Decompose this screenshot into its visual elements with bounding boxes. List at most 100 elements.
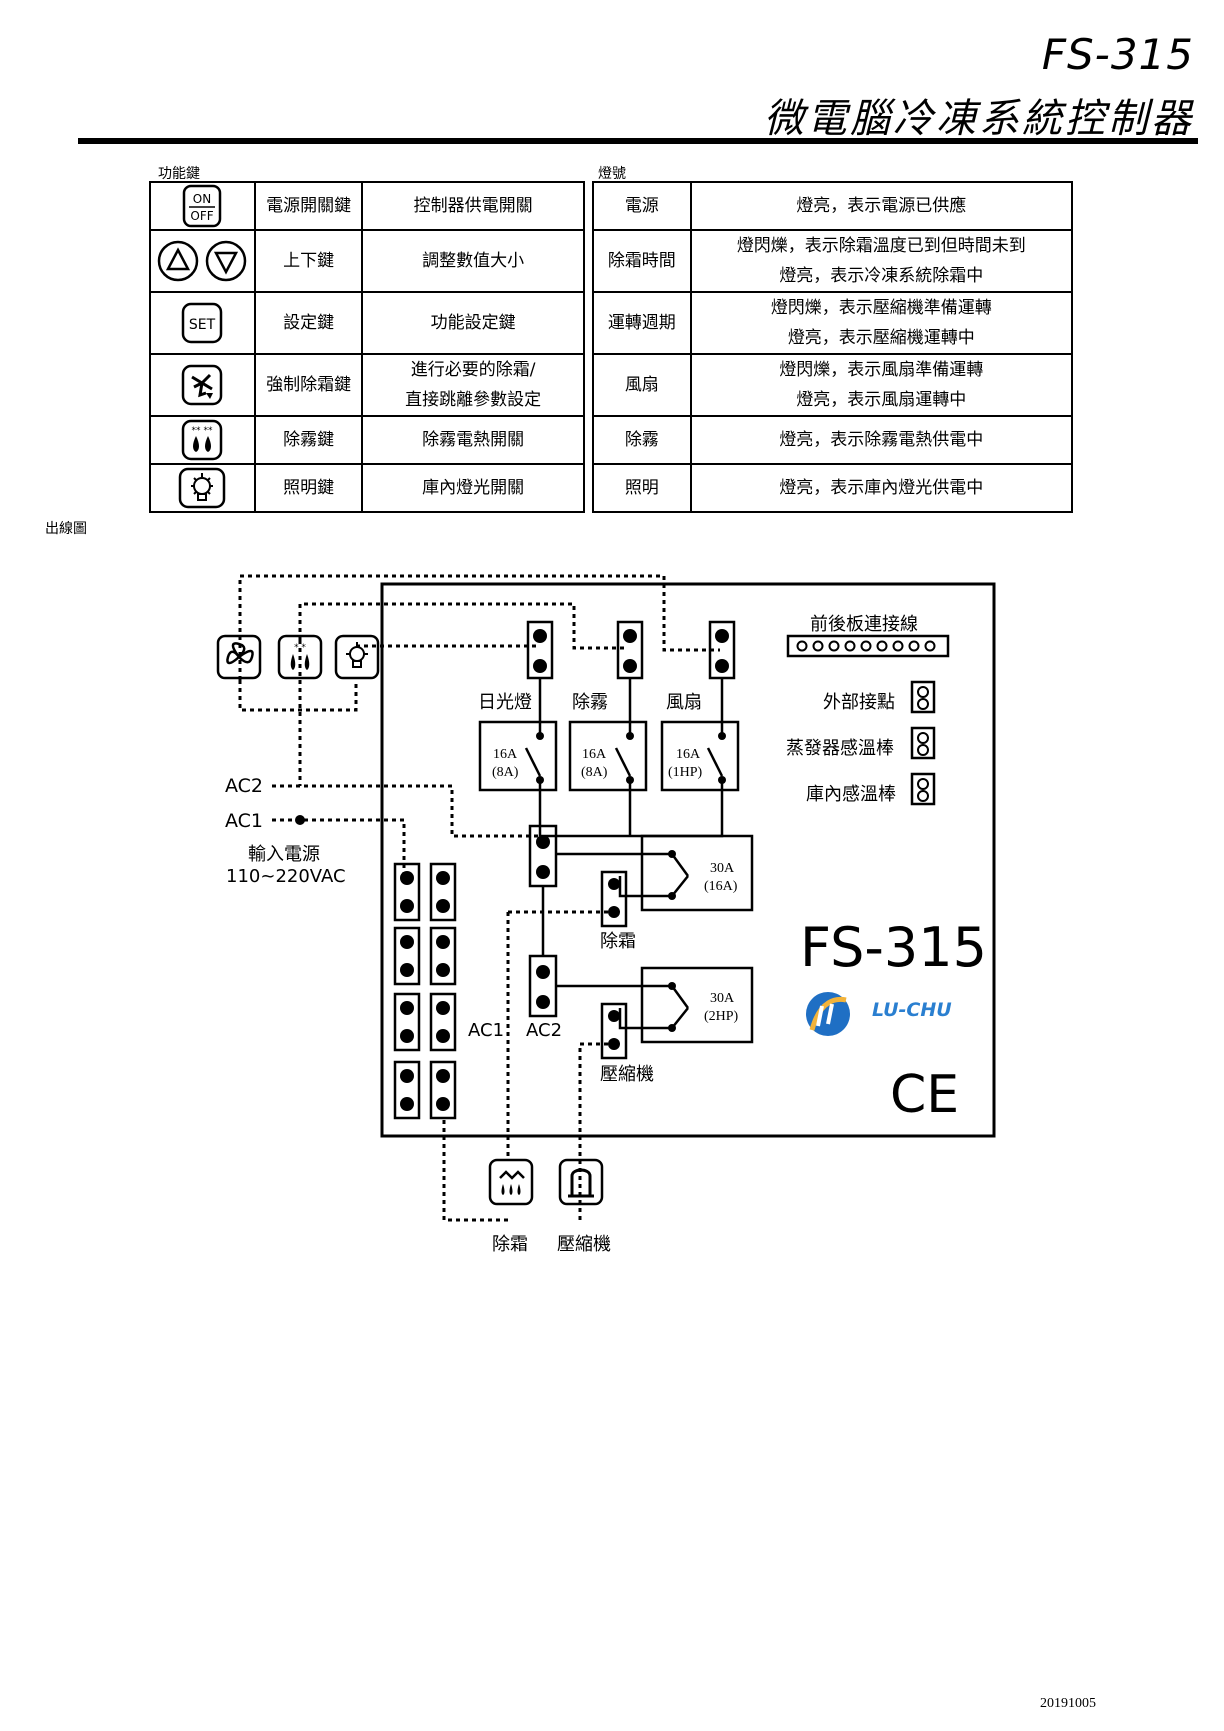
- board-connector: [786, 634, 950, 658]
- fan-icon: [216, 634, 262, 680]
- terminal-block: [526, 620, 554, 680]
- key-name: 強制除霜鍵: [253, 353, 364, 417]
- lights-section-label: 燈號: [598, 166, 626, 182]
- terminal-block: [600, 1002, 628, 1060]
- on-label: ON: [193, 192, 211, 206]
- relay-rating: 16A: [493, 747, 518, 762]
- room-sensor-connector: [910, 772, 936, 806]
- light-row: 照明 燈亮，表示庫內燈光供電中: [592, 463, 1074, 513]
- external-contact-connector: [910, 680, 936, 714]
- compressor-icon: [558, 1158, 604, 1206]
- light-desc: 燈亮，表示電源已供應: [689, 181, 1074, 231]
- input-voltage-label: 110~220VAC: [226, 866, 346, 887]
- key-row-light: 照明鍵 庫內燈光開關: [149, 463, 585, 513]
- light-name: 除霧: [592, 415, 692, 465]
- key-desc: 控制器供電開關: [361, 181, 585, 231]
- ac1-label: AC1: [225, 810, 263, 832]
- light-name: 照明: [592, 463, 692, 513]
- compressor-relay-rating: 30A: [710, 991, 735, 1006]
- header-rule: [78, 138, 1198, 144]
- relay-rating-sub: (8A): [581, 765, 608, 780]
- function-keys-table: ON OFF 電源開關鍵 控制器供電開關 上下鍵 調整數值大小 SET 設定: [149, 181, 585, 513]
- light-desc: 燈亮，表示除霧電熱供電中: [689, 415, 1074, 465]
- defrost-relay-rating: 30A: [710, 861, 735, 876]
- relay-rating-sub: (8A): [492, 765, 519, 780]
- input-power-label: 輸入電源: [248, 844, 320, 865]
- compressor-relay-box: [640, 966, 754, 1044]
- light-desc-line: 燈閃爍，表示風扇準備運轉: [779, 360, 984, 380]
- key-name: 照明鍵: [253, 463, 364, 513]
- evap-sensor-connector: [910, 726, 936, 760]
- key-row-defog: ** ** 除霧鍵 除霧電熱開關: [149, 415, 585, 465]
- light-icon: [334, 634, 380, 680]
- key-row-power: ON OFF 電源開關鍵 控制器供電開關: [149, 181, 585, 231]
- controller-board: [380, 582, 996, 1138]
- light-row: 除霧 燈亮，表示除霧電熱供電中: [592, 415, 1074, 465]
- terminal-block: [616, 620, 644, 680]
- set-icon: SET: [182, 302, 223, 344]
- evap-sensor-label: 蒸發器感溫棒: [786, 738, 894, 759]
- relay-box: [568, 720, 648, 792]
- ac2-label: AC2: [225, 775, 263, 797]
- key-desc: 功能設定鍵: [361, 291, 585, 355]
- light-name: 風扇: [592, 353, 692, 417]
- key-name: 設定鍵: [253, 291, 364, 355]
- relay-name: 日光燈: [478, 692, 532, 713]
- key-row-defrost: 強制除霜鍵 進行必要的除霜/直接跳離參數設定: [149, 353, 585, 417]
- board-connector-label: 前後板連接線: [810, 614, 918, 635]
- key-desc: 進行必要的除霜/直接跳離參數設定: [361, 353, 585, 417]
- relay-rating: 16A: [676, 747, 701, 762]
- indicator-lights-table: 電源 燈亮，表示電源已供應 除霜時間 燈閃爍，表示除霜溫度已到但時間未到燈亮，表…: [592, 181, 1074, 513]
- svg-text:**: **: [192, 426, 202, 436]
- light-desc: 燈亮，表示庫內燈光供電中: [689, 463, 1074, 513]
- defrost-relay-box: [640, 834, 754, 912]
- model-number: FS-315: [1041, 30, 1194, 79]
- board-model: FS-315: [800, 916, 987, 979]
- terminal-ac1-label: AC1: [468, 1020, 504, 1041]
- wiring-section-label: 出線圖: [45, 521, 87, 537]
- lu-chu-logo-icon: [806, 992, 850, 1036]
- light-desc: 燈閃爍，表示除霜溫度已到但時間未到燈亮，表示冷凍系統除霜中: [689, 229, 1074, 293]
- document-date: 20191005: [1040, 1696, 1096, 1711]
- relay-rating-sub: (1HP): [668, 765, 703, 780]
- compressor-relay-rating-sub: (2HP): [704, 1009, 739, 1024]
- defrost-heater-icon: [488, 1158, 534, 1206]
- wiring-diagram: * * AC2 AC1 輸入電源 110~220VAC 日光燈 除霧 風扇: [216, 574, 996, 1255]
- terminal-block: [528, 954, 558, 1018]
- key-name: 除霧鍵: [253, 415, 364, 465]
- compressor-relay-name: 壓縮機: [600, 1064, 654, 1085]
- key-desc: 庫內燈光開關: [361, 463, 585, 513]
- defrost-icon: [182, 364, 223, 406]
- key-name: 電源開關鍵: [253, 181, 364, 231]
- light-row: 運轉週期 燈閃爍，表示壓縮機準備運轉燈亮，表示壓縮機運轉中: [592, 291, 1074, 355]
- key-row-updown: 上下鍵 調整數值大小: [149, 229, 585, 293]
- up-down-icon: [158, 240, 247, 282]
- key-desc-line: 直接跳離參數設定: [405, 390, 542, 410]
- terminal-ac2-label: AC2: [526, 1020, 562, 1041]
- light-icon: [179, 467, 226, 509]
- relay-name: 風扇: [666, 692, 702, 713]
- ac1-terminal-strip: [393, 862, 421, 1120]
- svg-text:* *: * *: [294, 643, 306, 653]
- key-name: 上下鍵: [253, 229, 364, 293]
- key-row-set: SET 設定鍵 功能設定鍵: [149, 291, 585, 355]
- keys-section-label: 功能鍵: [158, 166, 200, 182]
- room-sensor-label: 庫內感溫棒: [806, 784, 896, 805]
- light-desc-line: 燈閃爍，表示除霜溫度已到但時間未到: [736, 236, 1026, 256]
- defrost-relay-name: 除霜: [600, 931, 636, 952]
- out-compressor-label: 壓縮機: [557, 1234, 611, 1255]
- light-desc-line: 燈亮，表示壓縮機運轉中: [787, 328, 975, 348]
- relay-box: [660, 720, 740, 792]
- key-desc: 調整數值大小: [361, 229, 585, 293]
- light-row: 除霜時間 燈閃爍，表示除霜溫度已到但時間未到燈亮，表示冷凍系統除霜中: [592, 229, 1074, 293]
- ac2-terminal-strip: [429, 862, 457, 1120]
- light-desc-line: 燈亮，表示風扇運轉中: [796, 390, 967, 410]
- product-title: 微電腦冷凍系統控制器: [764, 96, 1194, 142]
- off-label: OFF: [191, 209, 214, 223]
- light-name: 運轉週期: [592, 291, 692, 355]
- defog-icon: * *: [277, 634, 323, 680]
- key-desc-line: 進行必要的除霜/: [410, 360, 536, 380]
- relay-rating: 16A: [582, 747, 607, 762]
- on-off-icon: ON OFF: [183, 184, 222, 228]
- light-row: 電源 燈亮，表示電源已供應: [592, 181, 1074, 231]
